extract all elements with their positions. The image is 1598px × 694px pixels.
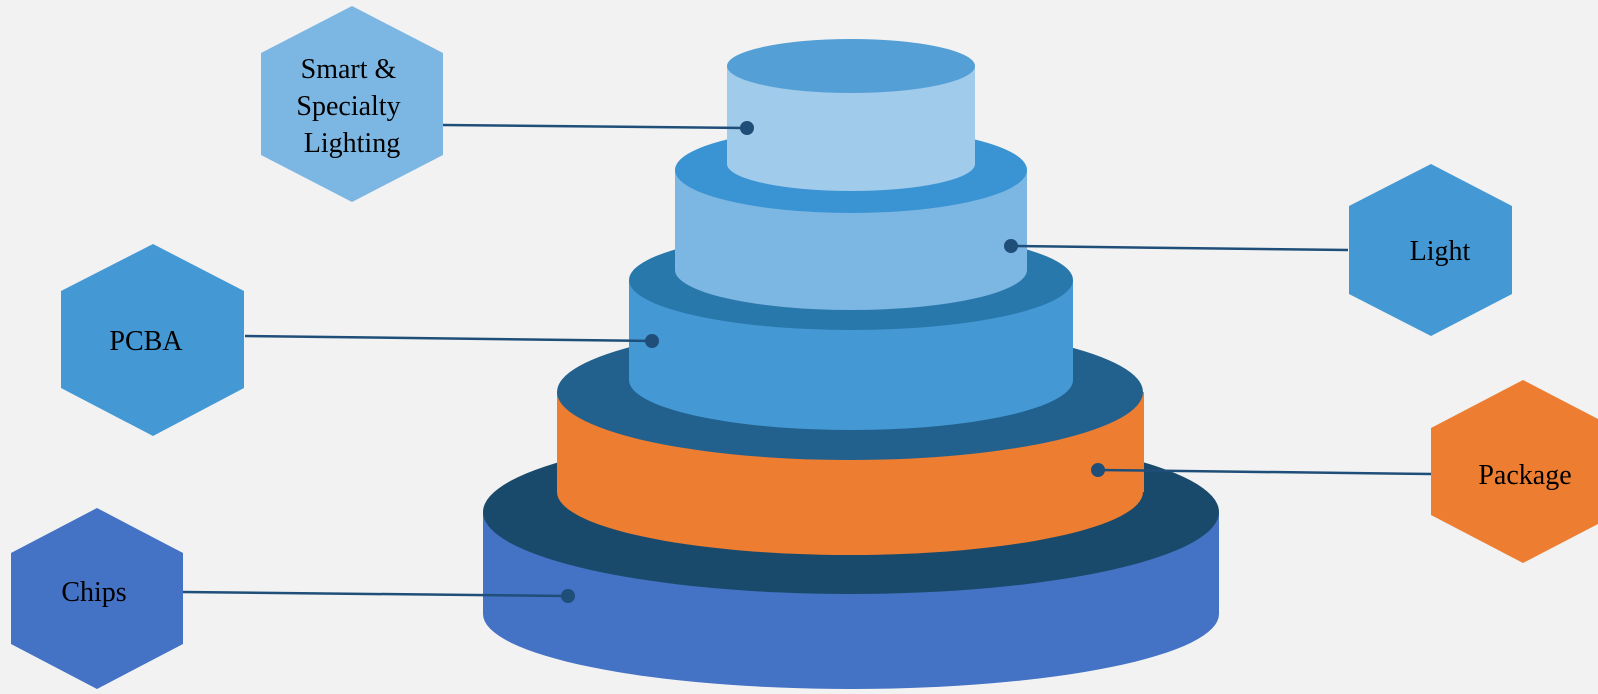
connector-dot-light (1004, 239, 1018, 253)
cylinder-stack (483, 39, 1219, 689)
hexagon-chips: Chips (11, 508, 183, 689)
connector-pcba (244, 334, 653, 343)
tier-labels: Chips Package PCBA Light (11, 6, 1598, 689)
connector-dot-smart (740, 121, 754, 135)
connector-dot-pcba (645, 334, 659, 348)
tier-smart-bottom (727, 137, 975, 191)
connector-lines (182, 121, 1434, 603)
hexagon-package: Package (1431, 380, 1598, 563)
hexagon-chips-label: Chips (61, 577, 126, 608)
hexagon-smart-specialty-lighting: Smart & Specialty Lighting (261, 6, 443, 202)
connector-dot-chips (561, 589, 575, 603)
hexagon-light-label: Light (1410, 236, 1471, 267)
tier-light-bottom (675, 230, 1027, 310)
tier-smart-top (727, 39, 975, 93)
hexagon-pcba-label: PCBA (109, 326, 183, 357)
hexagon-smart-label: Smart & Specialty Lighting (296, 54, 407, 159)
tier-smart-cylinder (727, 39, 975, 191)
connector-chips (182, 590, 569, 598)
hexagon-package-label: Package (1478, 460, 1571, 491)
connector-smart (442, 123, 748, 130)
connector-light (1010, 244, 1349, 252)
connector-package (1097, 468, 1434, 476)
hexagon-pcba: PCBA (61, 244, 244, 436)
connector-dot-package (1091, 463, 1105, 477)
hexagon-light: Light (1349, 164, 1512, 336)
tier-package-bottom (557, 429, 1143, 555)
tier-pcba-bottom (629, 330, 1073, 430)
